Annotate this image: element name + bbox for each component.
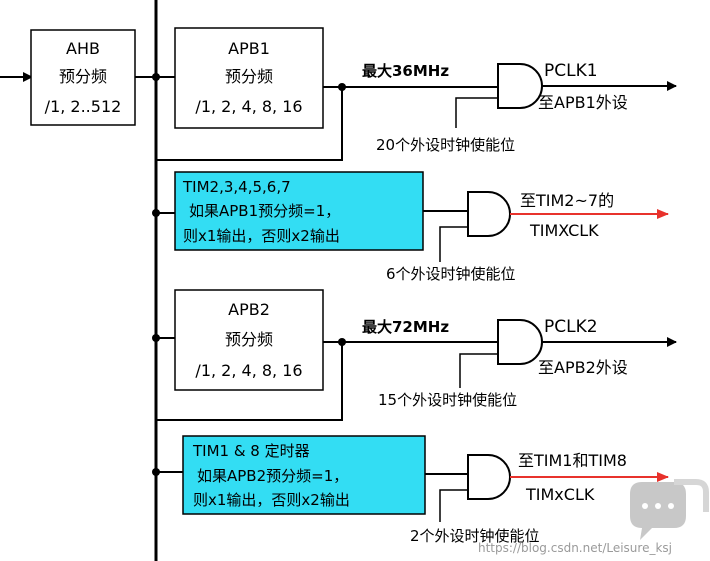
pclk1-dest-label: 至APB1外设 [538,93,628,112]
ahb-ratios: /1, 2..512 [45,97,122,116]
tim2-7-box-line3: 则x1输出，否则x2输出 [183,227,340,245]
tim1-8-box-line3: 则x1输出，否则x2输出 [193,491,350,509]
apb1-name: APB1 [228,39,270,58]
tim1-8-clk-label: TIMxCLK [525,485,595,504]
apb2-role: 预分频 [225,330,273,349]
tim2-7-and-gate [467,191,511,237]
apb1-prescaler-box: APB1 预分频 /1, 2, 4, 8, 16 [174,27,324,129]
pclk1-label: PCLK1 [544,61,598,81]
tim2-7-box-line1: TIM2,3,4,5,6,7 [182,178,291,196]
ahb-name: AHB [66,39,100,58]
apb1-to-tim-branch [156,87,343,161]
apb2-to-tim-branch [156,342,343,421]
apb2-prescaler-box: APB2 预分频 /1, 2, 4, 8, 16 [174,289,324,391]
tim1-8-and-gate [467,454,511,500]
apb1-enable-line [455,97,498,128]
apb2-and-gate [497,319,543,365]
tim2-7-enable-line [439,226,468,262]
tim2-7-box-line2: 如果APB1预分频=1， [189,202,340,220]
tim1-8-box-line2: 如果APB2预分频=1， [197,467,348,485]
apb1-role: 预分频 [225,67,273,86]
apb2-enable-line [459,353,498,388]
ahb-role: 预分频 [59,67,107,86]
tim1-8-enable-bits: 2个外设时钟使能位 [410,527,540,545]
ahb-prescaler-box: AHB 预分频 /1, 2..512 [30,29,136,126]
tim2-7-clk-label: TIMXCLK [529,221,599,240]
apb1-and-gate [497,63,543,109]
apb2-enable-bits: 15个外设时钟使能位 [378,391,517,409]
pclk2-label: PCLK2 [544,317,598,337]
tim2-7-multiplier-box: TIM2,3,4,5,6,7 如果APB1预分频=1， 则x1输出，否则x2输出 [174,171,424,251]
apb2-ratios: /1, 2, 4, 8, 16 [195,361,302,380]
apb2-name: APB2 [228,300,270,319]
watermark-url: https://blog.csdn.net/Leisure_ksj [478,541,672,555]
tim2-7-enable-bits: 6个外设时钟使能位 [386,265,516,283]
tim1-8-enable-line [439,489,468,522]
apb2-max-freq: 最大72MHz [362,318,449,336]
pclk2-dest-label: 至APB2外设 [538,358,628,377]
tim2-7-dest-label: 至TIM2~7的 [520,191,614,210]
tim1-8-multiplier-box: TIM1 & 8 定时器 如果APB2预分频=1， 则x1输出，否则x2输出 [182,435,426,515]
apb1-ratios: /1, 2, 4, 8, 16 [195,97,302,116]
chat-bubble-icon [630,482,686,540]
tim1-8-dest-label: 至TIM1和TIM8 [518,451,627,470]
apb1-enable-bits: 20个外设时钟使能位 [376,136,515,154]
chat-bubble-back [674,479,709,512]
apb1-max-freq: 最大36MHz [362,62,449,80]
tim1-8-box-line1: TIM1 & 8 定时器 [192,442,310,460]
